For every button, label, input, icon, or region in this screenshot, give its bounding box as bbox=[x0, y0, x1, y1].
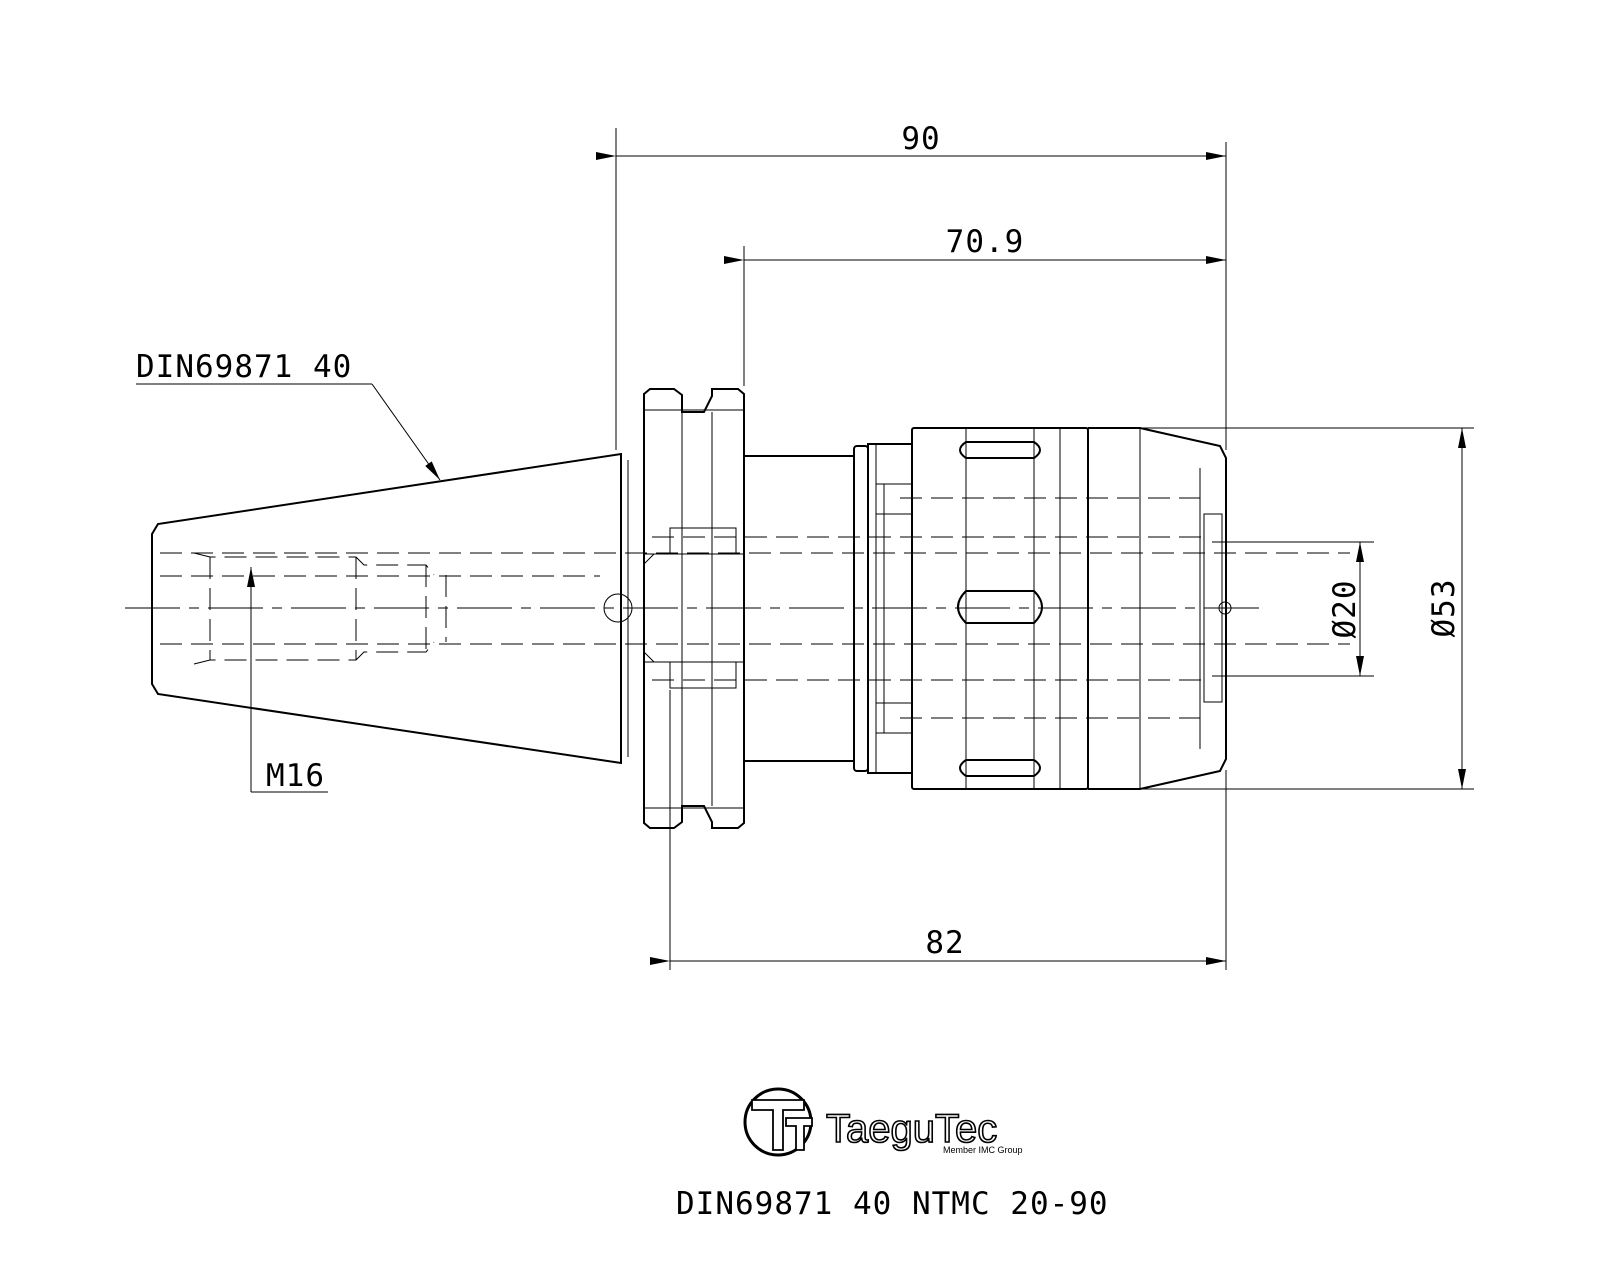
dimension-overall-length: 90 bbox=[596, 121, 1227, 450]
logo-brand-text: TaeguTec bbox=[826, 1107, 997, 1151]
dimension-body-diameter: Ø53 bbox=[1060, 427, 1474, 790]
taegutec-emblem bbox=[743, 1087, 813, 1157]
dimension-body-length: 70.9 bbox=[724, 224, 1226, 386]
dimension-gauge-length: 82 bbox=[650, 690, 1227, 970]
flange bbox=[643, 388, 745, 829]
dimension-bore-diameter: Ø20 bbox=[1212, 541, 1374, 677]
taper-spec-label: DIN69871 40 bbox=[136, 349, 352, 385]
dim-d53-label: Ø53 bbox=[1426, 579, 1462, 638]
orientation-notch bbox=[603, 593, 633, 623]
thread-m16-label: M16 bbox=[266, 758, 325, 794]
dim-82-label: 82 bbox=[925, 925, 964, 961]
taegutec-logo: TaeguTec Member IMC Group bbox=[743, 1087, 1023, 1157]
drawing-caption: DIN69871 40 NTMC 20-90 bbox=[676, 1186, 1109, 1222]
dim-90-label: 90 bbox=[901, 121, 940, 157]
logo-tagline: Member IMC Group bbox=[943, 1145, 1023, 1155]
thread-callout: M16 bbox=[247, 567, 328, 794]
taper-callout: DIN69871 40 bbox=[136, 349, 441, 481]
tool-holder bbox=[125, 388, 1350, 829]
dim-70-9-label: 70.9 bbox=[946, 224, 1025, 260]
dim-d20-label: Ø20 bbox=[1327, 580, 1363, 639]
